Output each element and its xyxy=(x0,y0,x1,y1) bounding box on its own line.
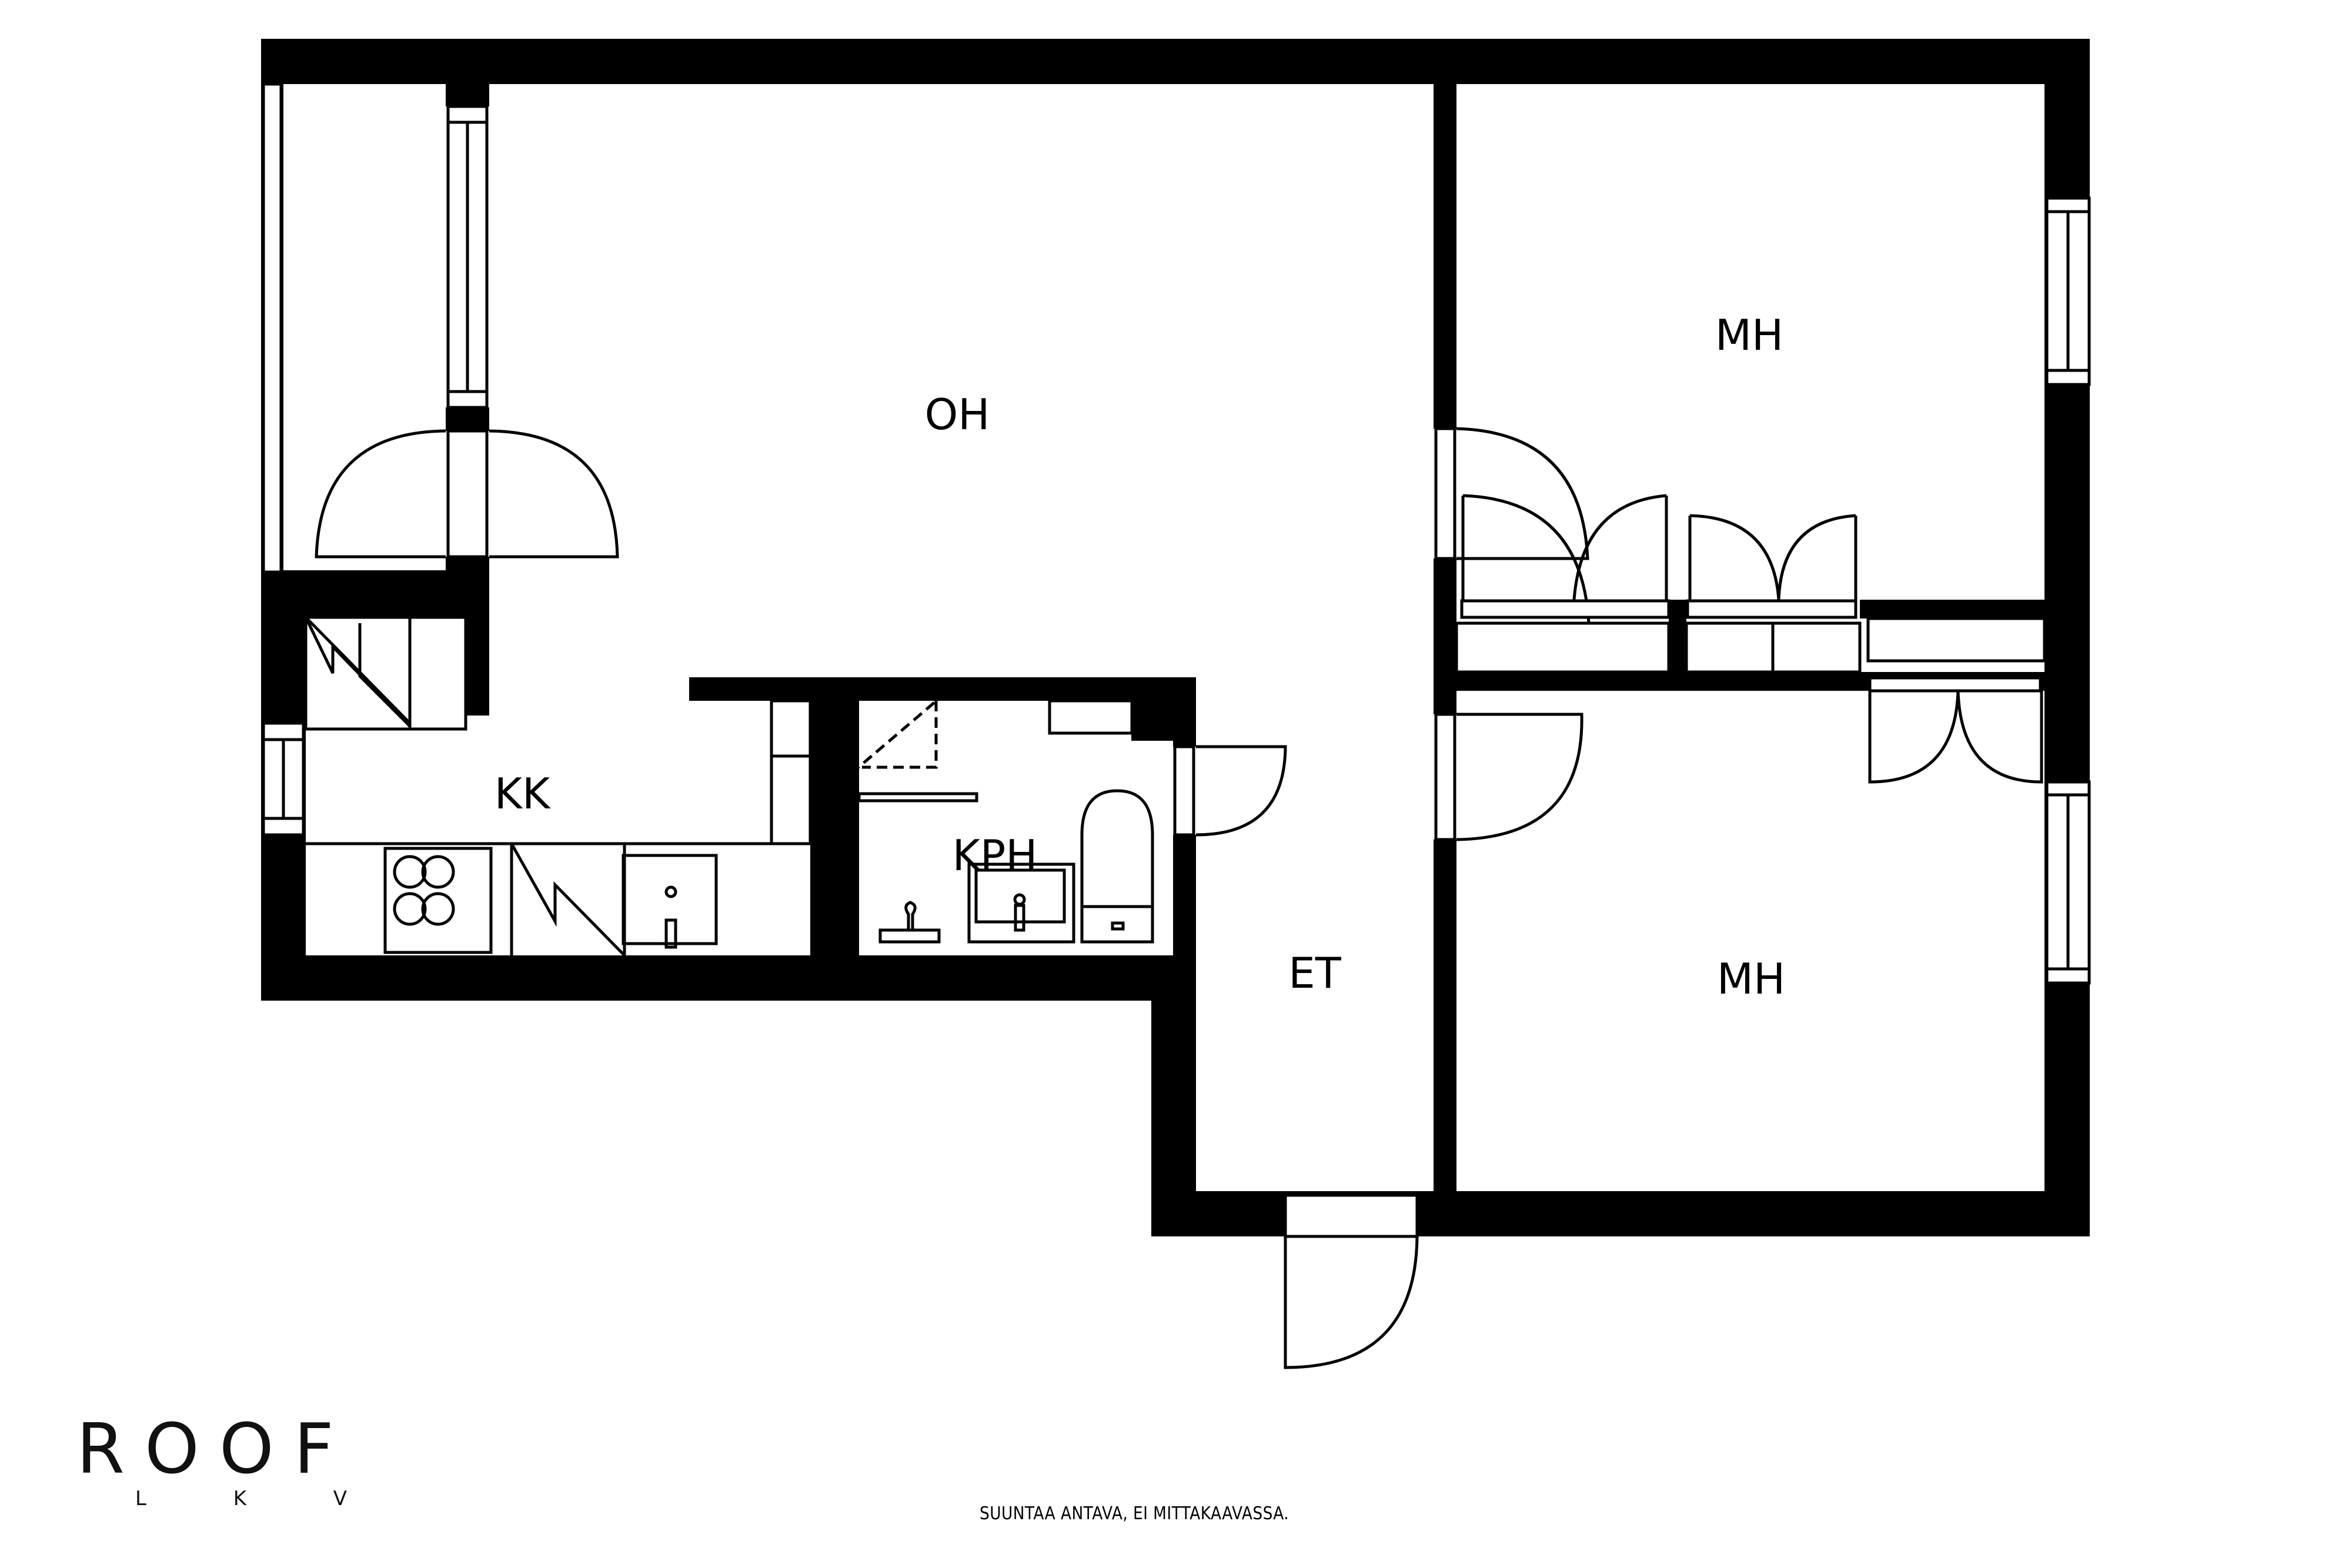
logo-sub-letter: K xyxy=(233,1487,246,1510)
scale-disclaimer: SUUNTAA ANTAVA, EI MITTAKAAVASSA. xyxy=(980,1503,1289,1524)
room-label-mh-lower: MH xyxy=(1716,954,1786,1004)
room-label-kk: KK xyxy=(494,769,550,818)
bathroom-fixtures xyxy=(857,699,1154,944)
roof-lkv-logo: ROOF L K V xyxy=(76,1414,354,1510)
room-label-et: ET xyxy=(1288,948,1341,998)
logo-sub-letter: V xyxy=(333,1487,347,1510)
room-label-kph: KPH xyxy=(952,831,1038,880)
kitchen-fixtures xyxy=(304,616,812,957)
room-label-mh-upper: MH xyxy=(1715,310,1784,360)
room-label-oh: OH xyxy=(924,390,990,439)
logo-wordmark: ROOF xyxy=(76,1408,354,1489)
logo-sub-letter: L xyxy=(135,1487,146,1510)
logo-subtitle: L K V xyxy=(135,1487,347,1510)
windows xyxy=(262,82,2091,985)
doors xyxy=(315,427,2046,1369)
